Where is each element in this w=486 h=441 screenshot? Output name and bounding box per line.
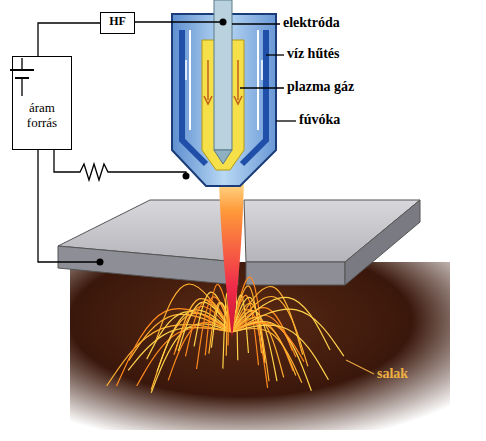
spark <box>156 284 232 340</box>
sparks <box>107 277 344 393</box>
part-label: salak <box>377 366 408 382</box>
battery-plate <box>15 77 29 79</box>
torch <box>172 0 276 186</box>
electrode-wire <box>135 21 223 22</box>
spark <box>232 328 302 382</box>
battery-plate <box>10 69 34 71</box>
spark <box>232 296 308 366</box>
leader-line <box>266 54 284 55</box>
resistor-wire <box>54 150 186 180</box>
part-label: plazma gáz <box>287 79 354 95</box>
spark <box>232 325 328 380</box>
spark <box>137 328 232 386</box>
workpiece-wire <box>38 150 100 262</box>
device-name: HF <box>101 15 134 29</box>
spark <box>168 322 232 380</box>
spark <box>151 313 232 389</box>
spark <box>151 324 232 393</box>
plasma-jet <box>219 168 244 338</box>
junction-dot <box>183 173 190 180</box>
spark <box>232 309 344 356</box>
leader-line <box>346 360 374 374</box>
part-name: áram forrás <box>13 101 71 131</box>
part-label: víz hűtés <box>287 46 340 62</box>
part-label: elektróda <box>283 15 340 31</box>
part-label: fúvóka <box>299 112 340 128</box>
power-source-box: áram forrás <box>12 56 72 150</box>
hf-generator-box: HF <box>100 12 135 34</box>
leader-line <box>276 120 296 121</box>
junction-dot <box>220 19 227 26</box>
spark <box>232 323 296 375</box>
spark <box>232 311 277 382</box>
leader-line <box>232 23 280 24</box>
junction-dot <box>97 259 104 266</box>
leader-line <box>240 87 284 88</box>
spark-ground <box>70 262 450 430</box>
wire <box>38 23 100 56</box>
spark <box>232 322 311 391</box>
